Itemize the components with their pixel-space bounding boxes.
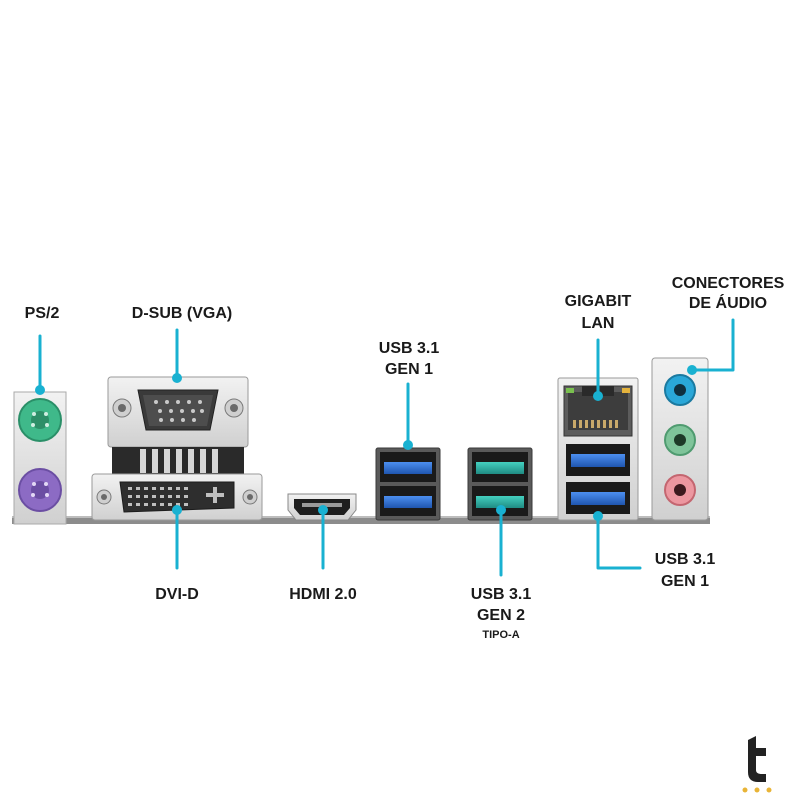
label-usb-gen2-3: TIPO-A xyxy=(482,629,519,641)
ps2-port-group xyxy=(13,391,67,525)
label-gigabit-lan-2: LAN xyxy=(582,315,615,332)
usb31-gen2-teal-stack xyxy=(467,447,533,521)
label-usb-gen1-right-1: USB 3.1 xyxy=(655,551,716,568)
t-logo-icon xyxy=(742,736,772,793)
dsub-vga-port xyxy=(107,376,249,475)
label-dvi-d: DVI-D xyxy=(155,586,199,603)
label-usb-gen1-top-2: GEN 1 xyxy=(385,361,433,378)
audio-jacks xyxy=(651,357,709,521)
leader-audio xyxy=(692,318,735,372)
label-hdmi: HDMI 2.0 xyxy=(289,586,357,603)
lan-usb-stack xyxy=(557,377,639,521)
label-audio-1: CONECTORES xyxy=(672,275,785,292)
label-ps2: PS/2 xyxy=(25,305,60,322)
leader-lines xyxy=(35,318,735,577)
label-audio-2: DE ÁUDIO xyxy=(689,293,767,312)
usb31-gen1-blue-stack xyxy=(375,447,441,521)
io-shield-highlight xyxy=(12,516,710,518)
dvi-d-port xyxy=(91,473,263,521)
leader-usb-gen1-right xyxy=(596,516,642,570)
label-dsub-vga: D-SUB (VGA) xyxy=(132,305,232,322)
io-shield-plate xyxy=(12,516,710,524)
label-usb-gen2-2: GEN 2 xyxy=(477,607,525,624)
label-usb-gen1-right-2: GEN 1 xyxy=(661,573,709,590)
label-usb-gen1-top-1: USB 3.1 xyxy=(379,340,440,357)
label-gigabit-lan-1: GIGABIT xyxy=(565,293,632,310)
label-usb-gen2-1: USB 3.1 xyxy=(471,586,532,603)
callout-labels: PS/2 D-SUB (VGA) USB 3.1 GEN 1 GIGABIT L… xyxy=(25,275,785,641)
